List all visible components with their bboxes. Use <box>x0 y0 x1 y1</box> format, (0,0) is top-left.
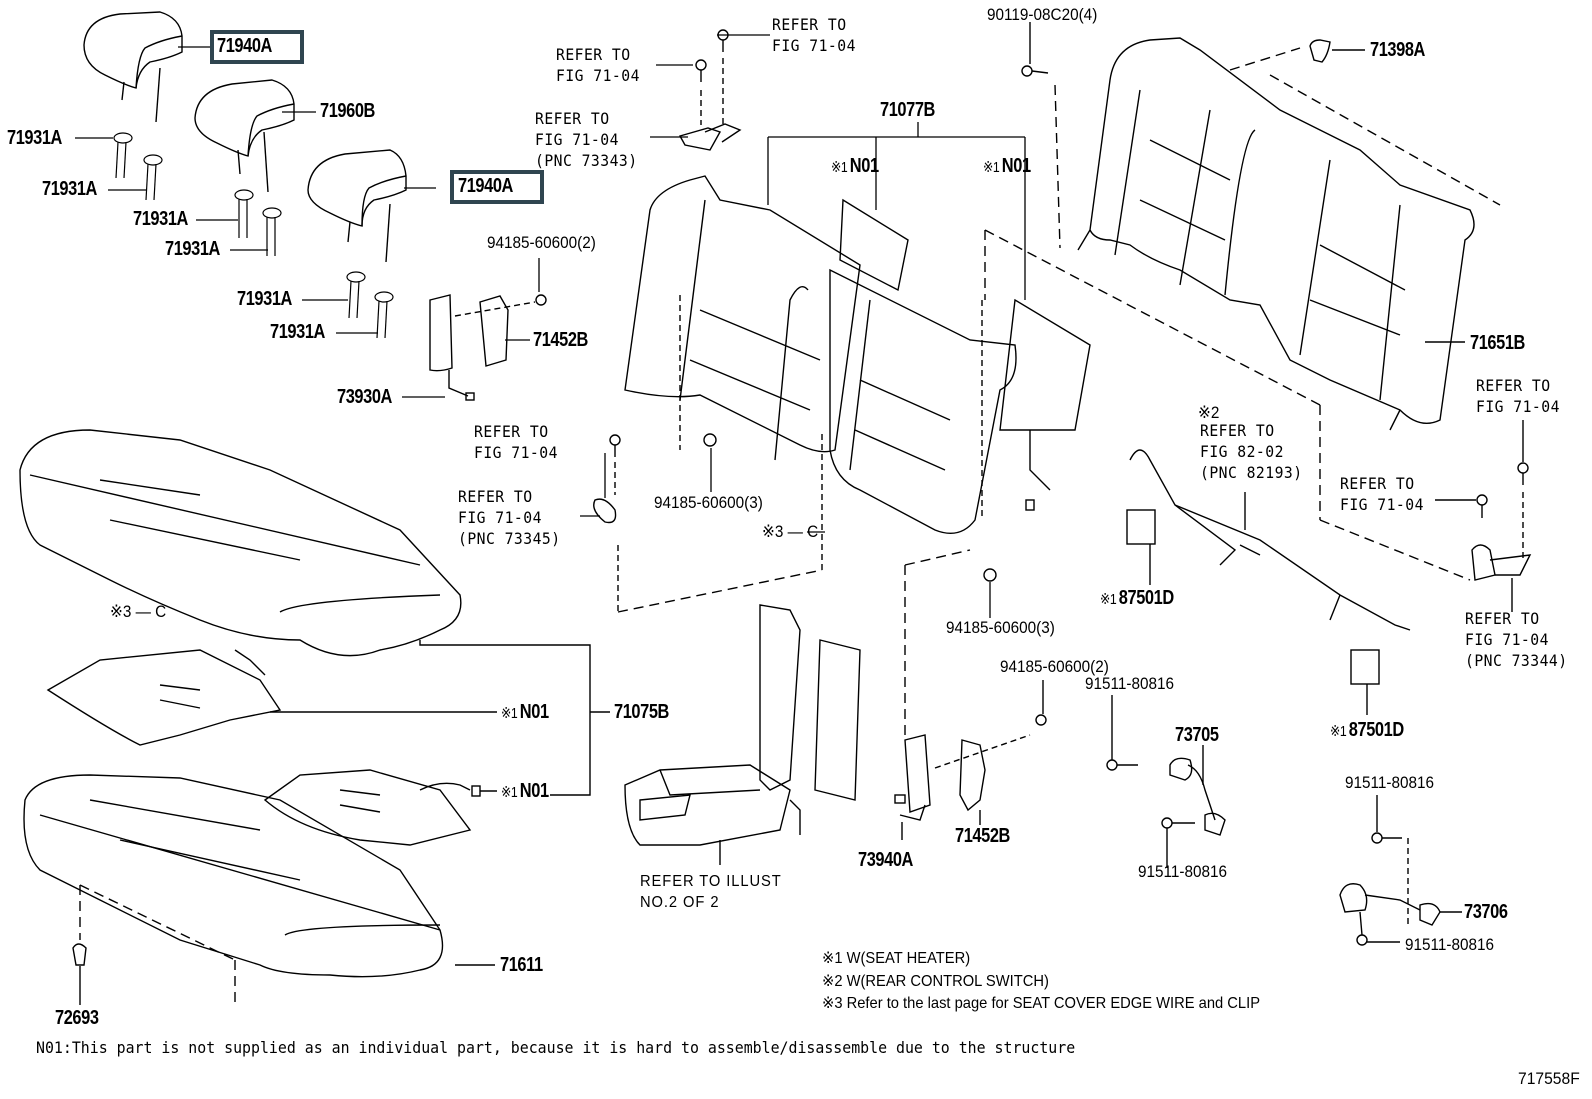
lower-right-drawing <box>894 680 1462 946</box>
belt-hinge-left-drawing <box>429 294 547 401</box>
legend-note-1: ※1 W(SEAT HEATER) <box>822 950 971 967</box>
leader-lines <box>75 34 770 398</box>
legend-note-3: ※3 Refer to the last page for SEAT COVER… <box>822 995 1261 1012</box>
part-label-71960B[interactable]: 71960B <box>320 100 375 122</box>
clip-glyph: C <box>155 602 167 621</box>
mark-1: ※1 <box>983 159 1000 176</box>
seat-cover-clip-ref[interactable]: ※3 — C <box>110 602 167 621</box>
part-label-91511-80816[interactable]: 91511-80816 <box>1085 674 1175 693</box>
mark-2-harness: ※2 <box>1198 403 1220 422</box>
legend-note-2: ※2 W(REAR CONTROL SWITCH) <box>822 973 1049 990</box>
part-label-71651B[interactable]: 71651B <box>1470 332 1525 354</box>
headrest-2-drawing <box>194 79 295 193</box>
part-label-73930A[interactable]: 73930A <box>337 386 392 408</box>
part-label-94185-60600-2[interactable]: 94185-60600(2) <box>487 233 596 252</box>
refer-to-fig-71-04-pnc-73343[interactable]: REFER TO FIG 71-04 (PNC 73343) <box>535 109 638 170</box>
part-label-71398A[interactable]: 71398A <box>1370 39 1425 61</box>
part-label-71940A[interactable]: 71940A <box>217 35 272 57</box>
heater-mat-lower-drawing <box>263 769 497 846</box>
mark-1: ※1 <box>1100 591 1117 608</box>
switch-text: 87501D <box>1348 719 1404 741</box>
part-label-94185-60600-3[interactable]: 94185-60600(3) <box>946 618 1055 637</box>
heater-mat-upper-drawing <box>46 649 497 746</box>
part-label-71931A[interactable]: 71931A <box>165 238 220 260</box>
part-label-94185-60600-2[interactable]: 94185-60600(2) <box>1000 657 1109 676</box>
part-label-71931A[interactable]: 71931A <box>270 321 325 343</box>
part-label-71931A[interactable]: 71931A <box>7 127 62 149</box>
refer-to-fig-71-04-pnc-73345[interactable]: REFER TO FIG 71-04 (PNC 73345) <box>458 487 561 548</box>
n01-text: N01 <box>519 780 549 802</box>
back-board-drawing <box>1021 22 1501 431</box>
refer-to-fig-71-04-pnc-73344[interactable]: REFER TO FIG 71-04 (PNC 73344) <box>1465 609 1568 670</box>
mark-1: ※1 <box>501 705 518 722</box>
top-fasteners-drawing <box>678 29 742 151</box>
mark-3: ※3 <box>110 602 132 621</box>
highlight-box <box>210 30 304 64</box>
right-fasteners-drawing <box>1435 420 1532 612</box>
part-label-73940A[interactable]: 73940A <box>858 849 913 871</box>
figure-id: 717558F <box>1518 1069 1580 1088</box>
part-label-91511-80816[interactable]: 91511-80816 <box>1138 862 1228 881</box>
headrest-supports-drawing <box>113 132 394 339</box>
part-label-71075B[interactable]: 71075B <box>614 701 669 723</box>
part-label-73705[interactable]: 73705 <box>1175 724 1219 746</box>
seat-cushion-drawing <box>19 429 610 796</box>
refer-to-fig-71-04[interactable]: REFER TO FIG 71-04 <box>474 422 558 462</box>
seat-back-drawing <box>617 175 1471 735</box>
part-label-71077B[interactable]: 71077B <box>880 99 935 121</box>
refer-to-fig-82-02-pnc-82193[interactable]: REFER TO FIG 82-02 (PNC 82193) <box>1200 421 1303 482</box>
part-label-71452B[interactable]: 71452B <box>955 825 1010 847</box>
mark-3: ※3 <box>762 522 784 541</box>
refer-to-fig-71-04[interactable]: REFER TO FIG 71-04 <box>772 15 856 55</box>
part-label-71452B[interactable]: 71452B <box>533 329 588 351</box>
part-label-71931A[interactable]: 71931A <box>237 288 292 310</box>
headrest-1-drawing <box>83 11 183 123</box>
part-label-94185-60600-3[interactable]: 94185-60600(3) <box>654 493 763 512</box>
part-label-72693[interactable]: 72693 <box>55 1007 99 1029</box>
n01-text: N01 <box>849 155 879 177</box>
part-label-71611[interactable]: 71611 <box>500 954 543 976</box>
refer-to-fig-71-04[interactable]: REFER TO FIG 71-04 <box>1476 376 1560 416</box>
highlight-box <box>450 170 544 204</box>
armrest-drawing <box>624 604 861 865</box>
headrest-3-drawing <box>307 149 407 263</box>
part-label-73706[interactable]: 73706 <box>1464 901 1508 923</box>
mark-1: ※1 <box>831 159 848 176</box>
part-label-71931A[interactable]: 71931A <box>42 178 97 200</box>
part-label-71940A[interactable]: 71940A <box>458 175 513 197</box>
part-label-91511-80816[interactable]: 91511-80816 <box>1345 773 1435 792</box>
n01-footnote: N01:This part is not supplied as an indi… <box>36 1038 1076 1057</box>
refer-to-illust-no2[interactable]: REFER TO ILLUST NO.2 OF 2 <box>640 873 782 911</box>
seat-cover-clip-ref[interactable]: ※3 — C <box>762 522 819 541</box>
back-assy-leader <box>580 122 1026 618</box>
n01-text: N01 <box>519 701 549 723</box>
n01-text: N01 <box>1001 155 1031 177</box>
part-label-71931A[interactable]: 71931A <box>133 208 188 230</box>
part-label-91511-80816[interactable]: 91511-80816 <box>1405 935 1495 954</box>
clip-glyph: C <box>807 522 819 541</box>
mark-1: ※1 <box>1330 723 1347 740</box>
refer-to-fig-71-04[interactable]: REFER TO FIG 71-04 <box>556 45 640 85</box>
mark-1: ※1 <box>501 784 518 801</box>
refer-to-fig-71-04[interactable]: REFER TO FIG 71-04 <box>1340 474 1424 514</box>
mid-left-fasteners-drawing <box>593 434 621 524</box>
part-label-90119-08C20-4[interactable]: 90119-08C20(4) <box>987 5 1098 24</box>
harness-drawing <box>1126 449 1411 715</box>
cushion-frame-drawing <box>23 774 495 1005</box>
switch-text: 87501D <box>1118 587 1174 609</box>
